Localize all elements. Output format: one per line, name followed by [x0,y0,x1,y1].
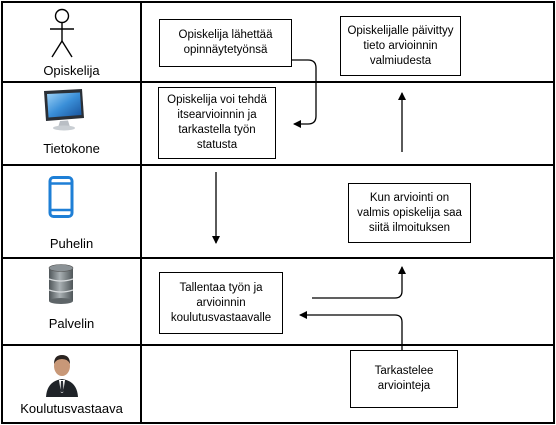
arrow-submit-to-selfassess [292,59,317,128]
arrow-save-to-notify [312,266,406,299]
box-self-assess: Opiskelija voi tehdä itsearvioinnin ja t… [158,87,276,159]
box-info-updated: Opiskelijalle päivittyy tieto arvioinnin… [340,16,461,76]
arrow-review-to-save [299,311,403,350]
box-review: Tarkastelee arviointeja [350,350,458,408]
lane-label-tietokone: Tietokone [43,141,100,156]
lane-label-opiskelija: Opiskelija [43,63,100,78]
lane-label-puhelin: Puhelin [49,236,94,251]
lane-label-koulutusvastaava: Koulutusvastaava [20,401,123,416]
businessman-icon [46,355,78,397]
lane-label-palvelin: Palvelin [48,316,95,331]
server-database-icon [48,264,74,304]
box-submit-thesis: Opiskelija lähettää opinnäytetyönsä [159,19,292,67]
smartphone-icon [48,176,74,218]
box-notify-done: Kun arviointi on valmis opiskelija saa s… [348,183,471,243]
computer-monitor-icon [44,89,84,131]
box-save-work: Tallentaa työn ja arvioinnin koulutusvas… [159,272,283,334]
stick-figure-icon [50,8,74,58]
